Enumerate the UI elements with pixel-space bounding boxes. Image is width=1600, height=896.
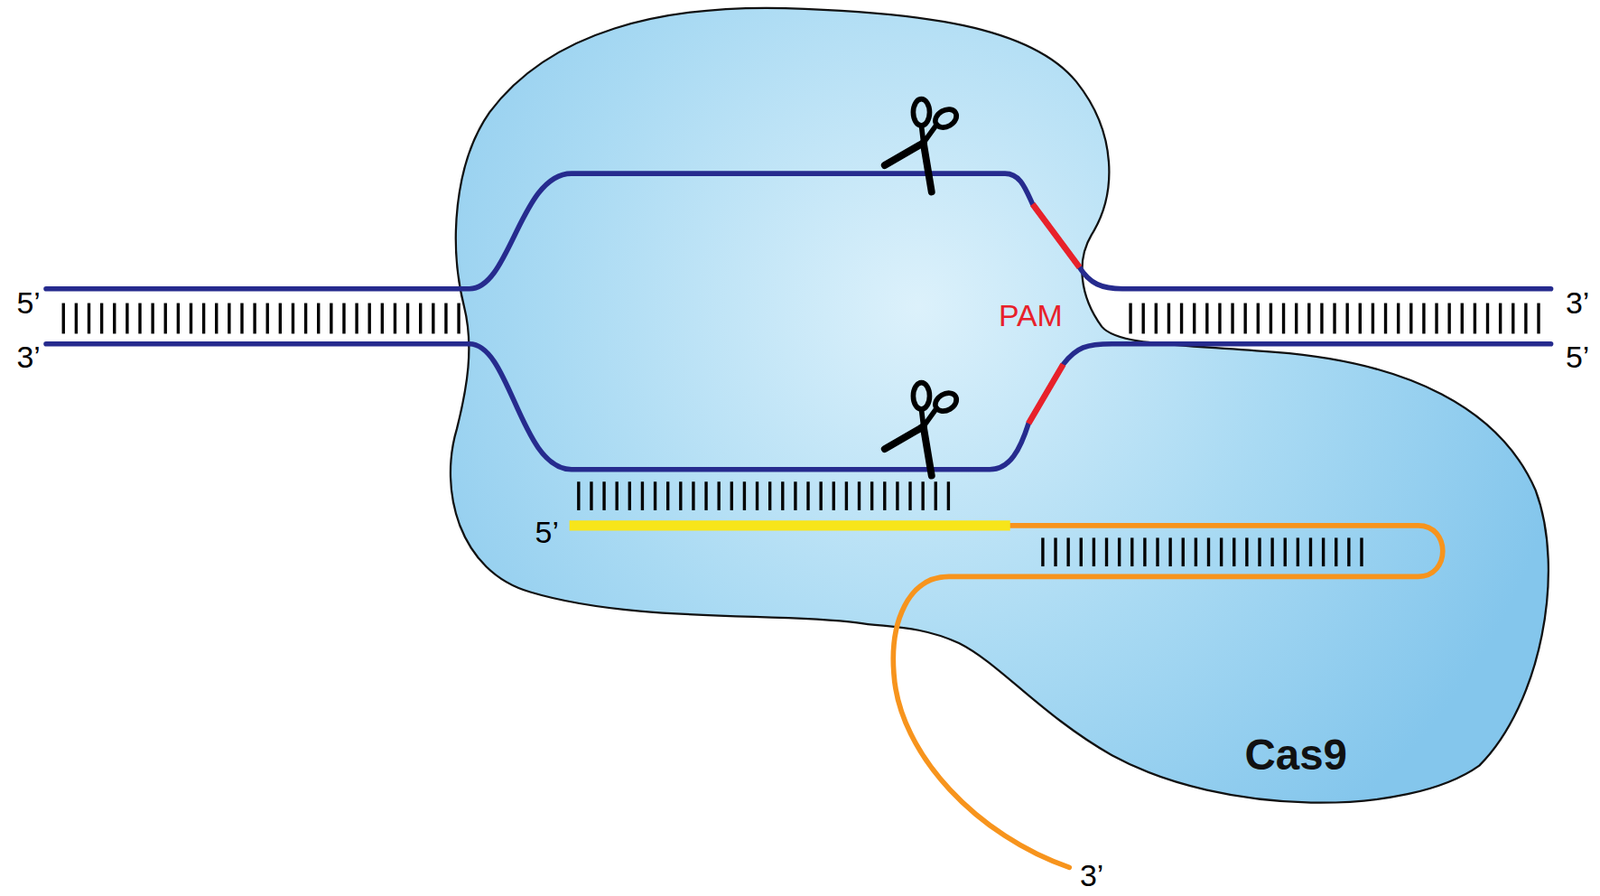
- base-pair-tick: [1460, 303, 1464, 335]
- base-pair-tick: [1282, 303, 1285, 335]
- base-pair-tick: [164, 303, 168, 335]
- base-pair-tick: [1434, 303, 1438, 335]
- base-pair-tick: [150, 303, 154, 335]
- base-pair-tick: [1205, 303, 1209, 335]
- base-pair-tick: [1332, 303, 1336, 335]
- base-pair-tick: [1511, 303, 1515, 335]
- protein-body: [450, 8, 1549, 803]
- base-pair-tick: [1345, 303, 1349, 335]
- base-pair-tick: [316, 303, 320, 335]
- base-pair-tick: [1320, 303, 1323, 335]
- base-pair-tick: [176, 303, 180, 335]
- strand-end: 3’: [1565, 288, 1590, 319]
- base-pair-tick: [1256, 303, 1260, 335]
- base-pair-tick: [1192, 303, 1196, 335]
- base-pair-tick: [1167, 303, 1171, 335]
- base-pair-tick: [1128, 303, 1132, 335]
- base-pair-tick: [125, 303, 129, 335]
- base-pair-tick: [1243, 303, 1247, 335]
- base-pair-tick: [1498, 303, 1502, 335]
- base-pair-tick: [1371, 303, 1375, 335]
- base-pair-tick: [291, 303, 295, 335]
- base-pair-tick: [406, 303, 410, 335]
- base-pair-tick: [1447, 303, 1451, 335]
- rna-end: 3’: [1079, 860, 1104, 892]
- strand-end: 3’: [16, 342, 40, 373]
- base-pair-tick: [1384, 303, 1387, 335]
- base-pair-tick: [240, 303, 243, 335]
- base-pair-tick: [304, 303, 307, 335]
- base-pair-tick: [1218, 303, 1221, 335]
- protein-outline: [433, 0, 1556, 847]
- base-pair-tick: [138, 303, 141, 335]
- base-pair-tick: [368, 303, 372, 335]
- base-pair-tick: [1486, 303, 1489, 335]
- base-pair-tick: [342, 303, 345, 335]
- base-pair-tick: [279, 303, 282, 335]
- protein-name: Cas9: [1244, 734, 1347, 777]
- base-pair-tick: [87, 303, 91, 335]
- base-pair-tick: [1524, 303, 1527, 335]
- strand-end: 5’: [1565, 342, 1590, 373]
- protein-shape: Cas9: [433, 0, 1556, 847]
- base-pair-tick: [381, 303, 384, 335]
- base-pair-tick: [100, 303, 103, 335]
- base-pair-tick: [1358, 303, 1362, 335]
- base-pair-tick: [1180, 303, 1183, 335]
- base-pair-tick: [1409, 303, 1413, 335]
- base-pair-tick: [202, 303, 205, 335]
- base-pair-tick: [74, 303, 78, 335]
- base-pair-tick: [252, 303, 256, 335]
- strand-end: 5’: [16, 288, 40, 319]
- base-pair-tick: [227, 303, 231, 335]
- base-pair-tick: [1230, 303, 1234, 335]
- base-pair-tick: [1307, 303, 1311, 335]
- base-pair-tick: [444, 303, 447, 335]
- base-pair-tick: [1396, 303, 1400, 335]
- base-pair-tick: [1154, 303, 1158, 335]
- base-pair-tick: [1269, 303, 1273, 335]
- base-pair-tick: [1536, 303, 1540, 335]
- base-pair-tick: [354, 303, 358, 335]
- base-pair-tick: [266, 303, 270, 335]
- base-pair-tick: [62, 303, 66, 335]
- base-pair-tick: [189, 303, 193, 335]
- base-pair-tick: [1294, 303, 1298, 335]
- base-pair-tick: [214, 303, 218, 335]
- base-pair-tick: [418, 303, 422, 335]
- base-pair-tick: [431, 303, 435, 335]
- base-pair-tick: [1473, 303, 1477, 335]
- base-pair-tick: [112, 303, 116, 335]
- base-pair-tick: [329, 303, 333, 335]
- base-pair-tick: [1141, 303, 1145, 335]
- base-pair-tick: [1422, 303, 1425, 335]
- base-pair-tick: [456, 303, 460, 335]
- base-pair-tick: [393, 303, 397, 335]
